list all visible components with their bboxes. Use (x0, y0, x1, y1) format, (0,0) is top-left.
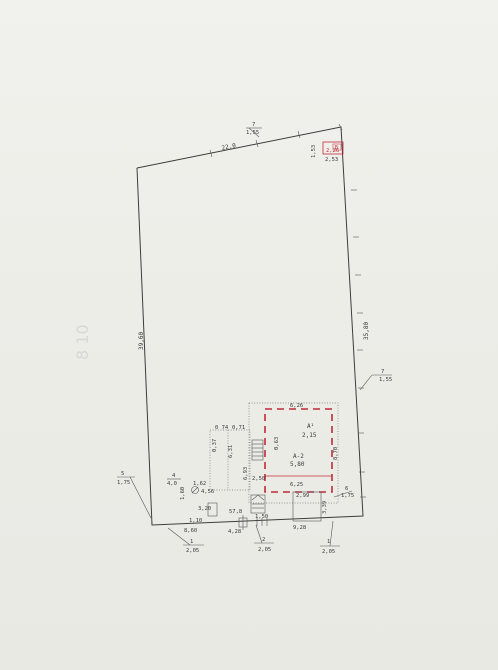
peg-marker-bottom-left: 1 2,05 (167, 527, 204, 554)
house-inner-small: 0,63 (274, 437, 280, 450)
corner-left-label: 1,53 (311, 145, 317, 158)
house-bottom-ticks (256, 518, 268, 526)
peg-marker-top: 7 1,55 (246, 122, 262, 138)
house-stairs (251, 439, 264, 461)
well-circle (191, 486, 199, 494)
peg-right-number: 7 (381, 369, 384, 375)
dim-8-60: 8,60 (184, 528, 197, 534)
plot-boundary (136, 126, 364, 526)
top-edge-ticks (209, 123, 343, 158)
peg-marker-bottom-mid: 2 2,05 (254, 524, 274, 553)
outbuilding-inner (332, 143, 342, 151)
roof-letter: А¹ (307, 423, 314, 430)
dim-1-10: 1,10 (189, 518, 202, 524)
peg-inner-value: 4,0 (167, 481, 177, 487)
peg-right-value: 1,55 (379, 377, 392, 383)
roof-value: 2,15 (302, 432, 317, 439)
peg-marker-left: 5 1,75 (117, 471, 152, 519)
small-structure (207, 502, 218, 517)
peg-left-value: 1,75 (117, 480, 130, 486)
dim-57-8: 57,8 (229, 509, 242, 515)
peg-marker-inner: 4 4,0 (167, 473, 181, 487)
dim-1-60: 1,60 (180, 487, 186, 500)
well-slash (191, 486, 199, 494)
corner-under-label: 2,53 (325, 157, 338, 163)
dim-0-37: 0,37 (212, 439, 218, 452)
yard-dotted-area (209, 429, 251, 491)
dim-6-93: 6,93 (243, 467, 249, 480)
house-porch (250, 491, 322, 522)
side-left-label: 39,60 (138, 332, 145, 350)
house-depth-right: 8,70 (333, 447, 339, 460)
dim-1-50: 1,50 (255, 514, 268, 520)
peg-marker-right-lower: 6 1,75 (333, 486, 354, 499)
watermark-text: 8 10 (73, 324, 92, 360)
peg-left-number: 5 (121, 471, 124, 477)
porch-depth: 3,39 (322, 501, 328, 514)
peg-bm-number: 2 (262, 537, 265, 543)
house-main-letter: А-2 (293, 453, 304, 460)
peg-br-number: 1 (327, 539, 330, 545)
side-right-label: 35,80 (363, 322, 370, 340)
right-edge-ticks (351, 189, 366, 498)
outbuilding-outline (322, 141, 344, 155)
building-footprint-dotted (248, 402, 339, 504)
dim-0-71: 0,71 (232, 425, 245, 431)
peg-marker-bottom-right: 1 2,05 (320, 520, 340, 555)
peg-inner-number: 4 (172, 473, 176, 479)
peg-marker-right: 7 1,55 (359, 369, 392, 391)
peg-top-number: 7 (252, 122, 255, 128)
peg-top-value: 1,55 (246, 130, 259, 136)
side-top-label: 22,0 (221, 142, 237, 152)
peg-bl-number: 1 (190, 539, 193, 545)
peg-rl-value: 1,75 (341, 493, 354, 499)
dim-0-74: 0 74 (215, 425, 229, 431)
porch-width: 2,99 (296, 493, 309, 499)
dim-6-31: 6,31 (228, 445, 234, 458)
peg-rl-number: 6 (345, 486, 348, 492)
dim-3-20: 3,20 (198, 506, 211, 512)
house-inner-dim: 6,25 (290, 482, 303, 488)
dim-1-62: 1,62 (193, 481, 206, 487)
dim-2-50: 2,50 (252, 476, 265, 482)
house-main-value: 5,80 (290, 461, 305, 468)
peg-bl-value: 2,05 (186, 548, 199, 554)
outbuilding-value: 2,26 (326, 148, 339, 154)
dim-4-56: 4,56 (201, 489, 214, 495)
outbuilding-letter: Б (335, 145, 339, 151)
dim-4-28: 4,28 (228, 529, 241, 535)
dim-9-28: 9,28 (293, 525, 306, 531)
peg-bm-value: 2,05 (258, 547, 271, 553)
house-width-top: 6,26 (290, 403, 303, 409)
peg-br-value: 2,05 (322, 549, 335, 555)
